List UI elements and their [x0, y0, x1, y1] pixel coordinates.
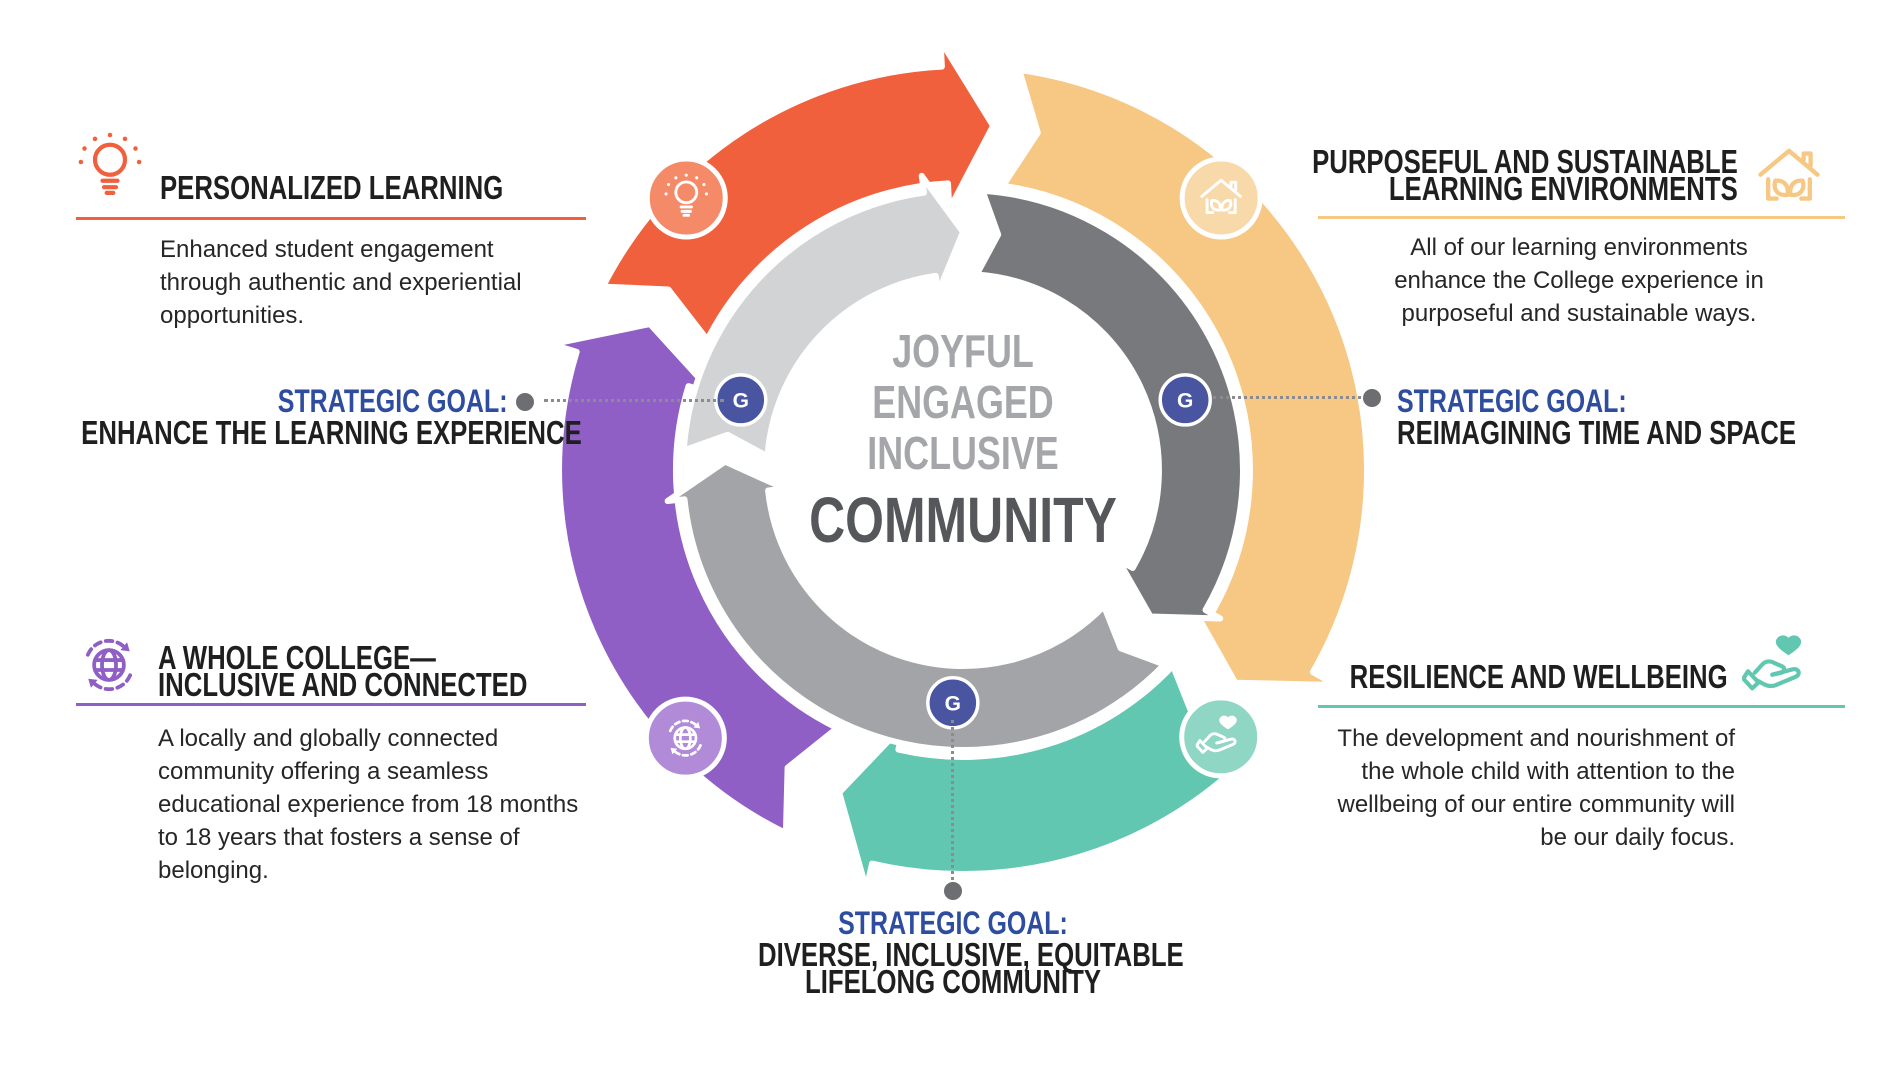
section-title-whole-college: A WHOLE COLLEGE— INCLUSIVE AND CONNECTED	[158, 639, 528, 703]
section-title-personalized-learning: PERSONALIZED LEARNING	[160, 169, 504, 206]
center-word: INCLUSIVE	[867, 427, 1059, 479]
section-body: The development and nourishment of the w…	[1337, 725, 1735, 851]
center-word: JOYFUL	[892, 325, 1034, 377]
center-message: JOYFUL ENGAGED INCLUSIVE COMMUNITY	[763, 325, 1163, 556]
strategic-goal-text: DIVERSE, INCLUSIVE, EQUITABLE	[758, 936, 1184, 973]
connector-dot	[1363, 389, 1381, 407]
center-word: ENGAGED	[872, 376, 1054, 428]
ring-segment	[973, 187, 1246, 622]
strategic-goal-label: STRATEGIC GOAL:	[277, 383, 507, 419]
svg-text:G: G	[1177, 389, 1193, 412]
strategic-goal-text: LIFELONG COMMUNITY	[805, 963, 1101, 1000]
section-title-resilience-wellbeing: RESILIENCE AND WELLBEING	[1349, 658, 1728, 695]
divider	[76, 217, 586, 220]
ring-segment	[836, 662, 1262, 892]
lightbulb-icon	[74, 132, 146, 204]
divider	[1318, 705, 1845, 708]
strategic-goal-label: STRATEGIC GOAL:	[1397, 383, 1627, 419]
strategic-goal-text: REIMAGINING TIME AND SPACE	[1397, 414, 1796, 451]
section-body: Enhanced student engagement through auth…	[160, 236, 522, 329]
strategic-goal-label: STRATEGIC GOAL:	[838, 905, 1068, 941]
center-emphasis-word: COMMUNITY	[809, 484, 1117, 556]
lightbulb-icon	[644, 156, 728, 240]
hand-heart-icon	[1179, 695, 1263, 779]
connector-dotted-line	[1213, 396, 1361, 399]
divider	[76, 703, 586, 706]
svg-text:G: G	[945, 692, 961, 715]
sustainable-home-icon	[1752, 140, 1826, 214]
global-community-icon	[74, 630, 144, 700]
ring-segment	[548, 321, 841, 837]
section-body: A locally and globally connected communi…	[158, 725, 579, 884]
ring-segment	[664, 458, 1168, 753]
section-title-sustainable-environments: PURPOSEFUL AND SUSTAINABLE LEARNING ENVI…	[1312, 143, 1738, 207]
connector-dotted-line	[544, 399, 724, 402]
g-goal-badge: G	[1158, 373, 1212, 427]
connector-dot	[516, 393, 534, 411]
divider	[1318, 216, 1845, 219]
section-body: All of our learning environments enhance…	[1394, 234, 1764, 327]
svg-text:G: G	[733, 389, 749, 412]
connector-dot	[944, 882, 962, 900]
connector-dotted-line	[951, 720, 954, 880]
sustainable-home-icon	[1179, 156, 1263, 240]
strategic-goal-text: ENHANCE THE LEARNING EXPERIENCE	[81, 414, 582, 451]
hand-heart-icon	[1742, 630, 1814, 702]
global-community-icon	[643, 696, 727, 780]
g-goal-badge: G	[926, 676, 980, 730]
